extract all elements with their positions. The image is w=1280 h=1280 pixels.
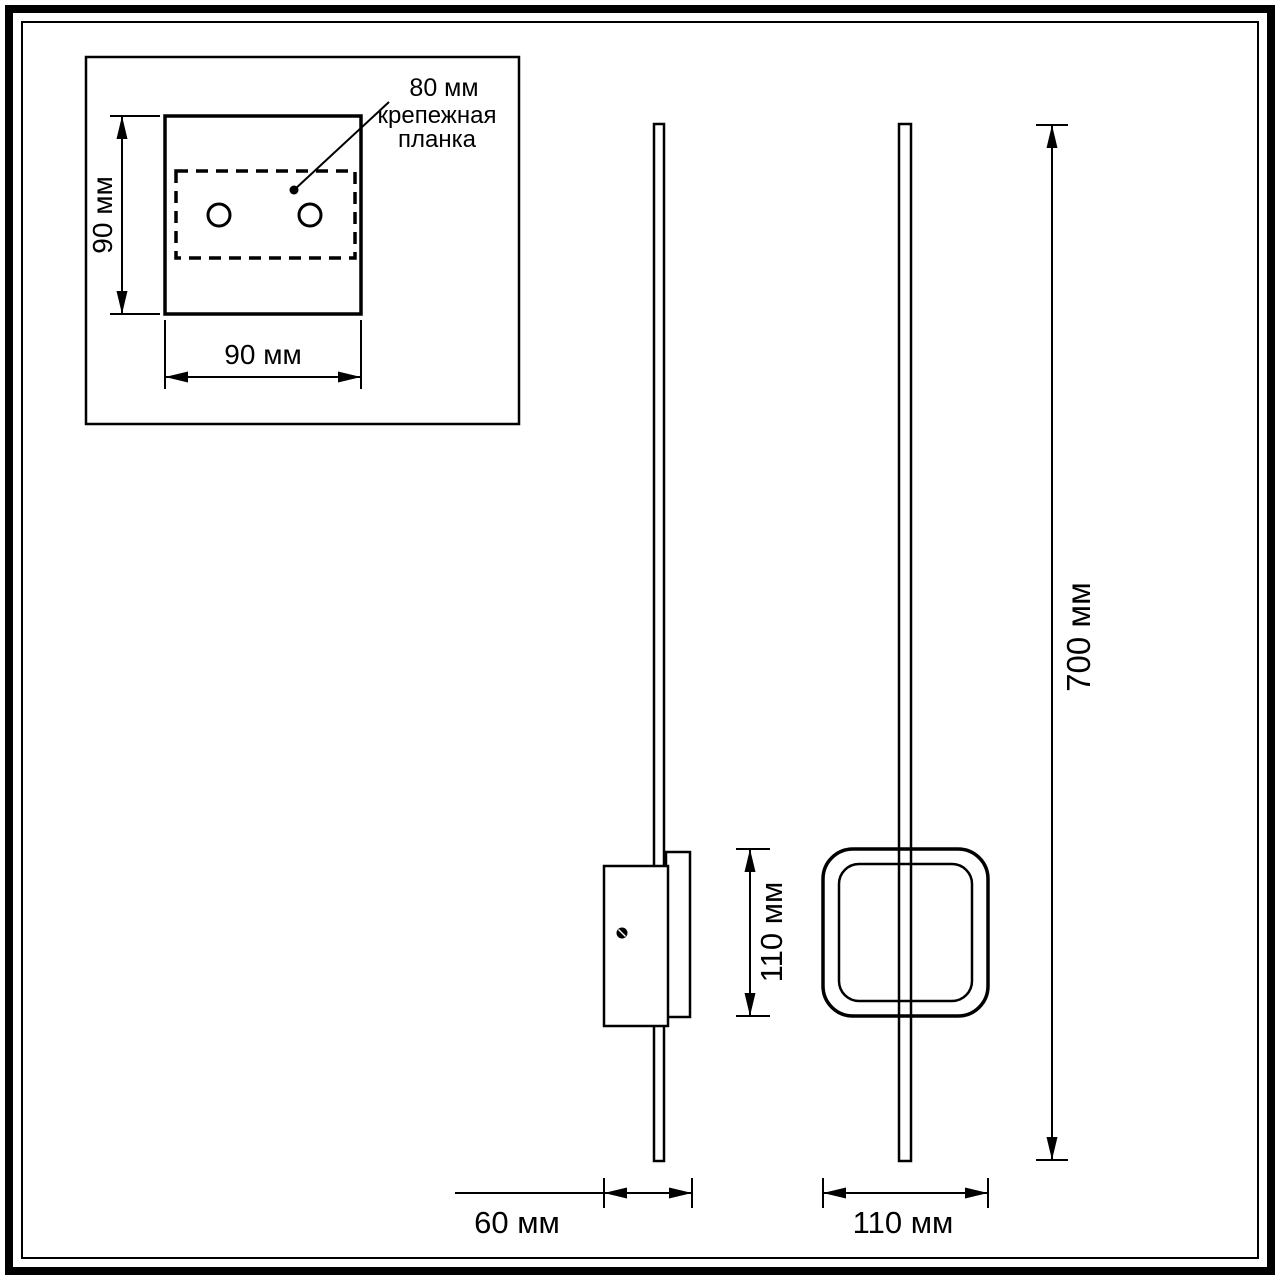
overall-height-dimension: 700 мм [1036,124,1097,1161]
base-width-dimension: 90 мм [164,320,362,389]
arrowhead-left [823,1187,846,1199]
arrowhead-up [1046,125,1058,148]
frame-inner-border [21,21,1259,1259]
arrowhead-down [744,993,756,1016]
screw-slot [618,929,626,937]
plate-name-label-line1: крепежная [378,102,497,129]
depth-dimension: 60 мм [455,1178,693,1240]
lamp-profile-bar [652,122,666,1163]
base-height-dimension: 90 мм [87,115,160,315]
mounting-base-square [163,114,363,316]
plate-name-label-line2: планка [398,126,477,153]
bracket-height-dimension: 110 мм [736,848,789,1017]
base-width-dimension-label: 90 мм [224,339,301,370]
bracket-inner-frame [837,862,974,1003]
bracket-height-dimension-label: 110 мм [754,882,789,983]
arrowhead-down [116,291,128,314]
depth-dimension-label: 60 мм [474,1205,560,1240]
arrowhead-down [1046,1137,1058,1160]
bracket-width-dimension-label: 110 мм [853,1205,954,1240]
screw-hole-left [206,202,232,228]
driver-box-side [602,864,670,1028]
arrowhead-left [604,1187,627,1199]
lamp-rod [897,122,913,1163]
plate-callout-leader-line [293,101,390,191]
arrowhead-right [965,1187,988,1199]
bracket-outer-frame [821,847,990,1018]
bracket-width-dimension: 110 мм [822,1178,989,1240]
frame-outer-border [5,5,1275,1275]
arrowhead-right [338,371,361,383]
base-height-dimension-label: 90 мм [87,176,118,253]
plate-offset-label: 80 мм [409,74,478,102]
arrowhead-left [165,371,188,383]
overall-height-dimension-label: 700 мм [1060,582,1097,692]
screw-hole-right [297,202,323,228]
arrowhead-right [669,1187,692,1199]
wall-plate-side [664,850,692,1019]
arrowhead-up [744,849,756,872]
arrowhead-up [116,116,128,139]
mounting-plate-dashed-outline [174,169,357,260]
